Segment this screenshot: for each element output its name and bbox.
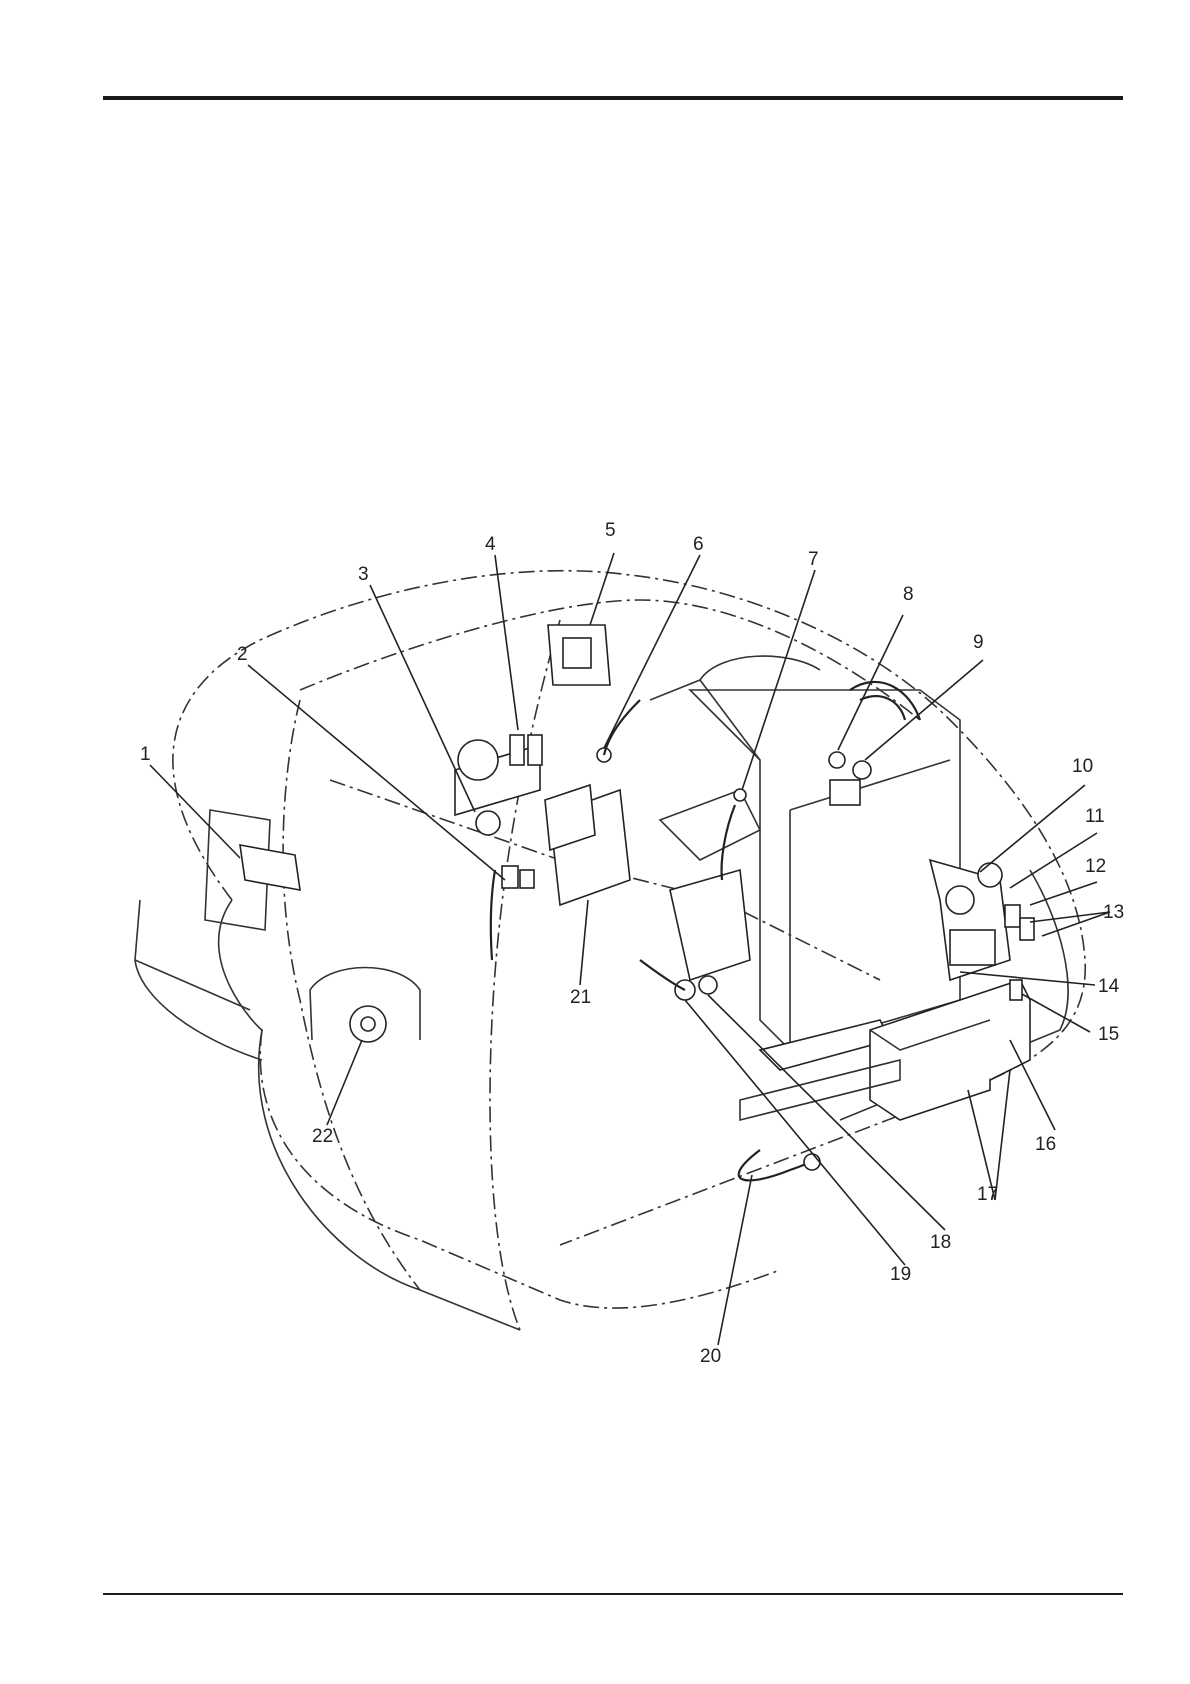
callout-6: 6 (693, 534, 704, 555)
callout-11: 11 (1085, 806, 1105, 827)
electrical-panel (930, 860, 1034, 1000)
callout-5: 5 (605, 520, 616, 541)
callout-4: 4 (485, 534, 496, 555)
left-components (205, 735, 630, 960)
callout-14: 14 (1098, 976, 1120, 997)
callout-15: 15 (1098, 1024, 1119, 1045)
callout-3: 3 (358, 564, 369, 585)
callout-16: 16 (1035, 1134, 1056, 1155)
callout-8: 8 (903, 584, 914, 605)
callout-12: 12 (1085, 856, 1106, 877)
callout-17: 17 (977, 1184, 998, 1205)
callout-13: 13 (1103, 902, 1124, 923)
callout-10: 10 (1072, 756, 1093, 777)
callout-22: 22 (312, 1126, 333, 1147)
callout-2: 2 (237, 644, 248, 665)
bottom-components (310, 960, 900, 1180)
callout-1: 1 (140, 744, 151, 765)
callout-19: 19 (890, 1264, 911, 1285)
callout-20: 20 (700, 1346, 721, 1367)
callout-21: 21 (570, 987, 591, 1008)
callout-9: 9 (973, 632, 984, 653)
callout-18: 18 (930, 1232, 951, 1253)
callout-7: 7 (808, 549, 819, 570)
